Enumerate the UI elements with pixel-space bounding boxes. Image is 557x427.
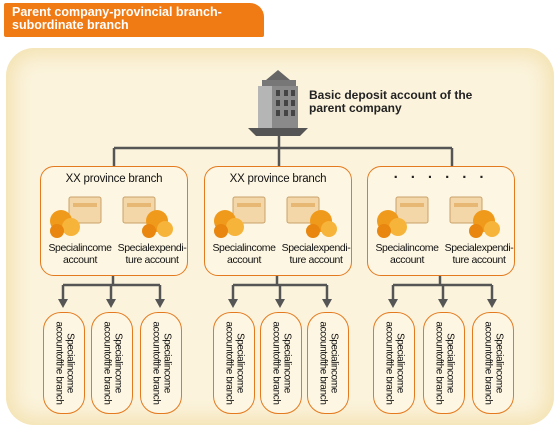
branch-income-account-label: Specialincome accountofthe branch bbox=[434, 321, 456, 405]
branch-income-account: Specialincome accountofthe branch bbox=[140, 312, 182, 414]
branch-box: · · · · · · Specialincome account Specia… bbox=[367, 166, 515, 276]
branch-income-account: Specialincome accountofthe branch bbox=[213, 312, 255, 414]
branch-box: XX province branch Specialincome account… bbox=[40, 166, 188, 276]
branch-income-account: Specialincome accountofthe branch bbox=[373, 312, 415, 414]
branch-income-account-label: Specialincome accountofthe branch bbox=[102, 321, 124, 405]
expenditure-account-icon bbox=[286, 196, 337, 238]
income-account-icon bbox=[377, 196, 429, 238]
branch-income-account: Specialincome accountofthe branch bbox=[307, 312, 349, 414]
expenditure-account-label: Specialexpendi-ture account bbox=[281, 242, 351, 266]
title-line-2: subordinate branch bbox=[12, 18, 129, 32]
branch-income-account-label: Specialincome accountofthe branch bbox=[54, 321, 76, 405]
branch-income-account-label: Specialincome accountofthe branch bbox=[224, 321, 246, 405]
branch-income-account: Specialincome accountofthe branch bbox=[91, 312, 133, 414]
branch-income-account: Specialincome accountofthe branch bbox=[43, 312, 85, 414]
branch-title: XX province branch bbox=[229, 173, 327, 185]
expenditure-account-icon bbox=[449, 196, 500, 238]
branch-income-account-label: Specialincome accountofthe branch bbox=[384, 321, 406, 405]
branch-income-account: Specialincome accountofthe branch bbox=[260, 312, 302, 414]
branch-box: XX province branch Specialincome account… bbox=[204, 166, 352, 276]
branch-income-account-label: Specialincome accountofthe branch bbox=[151, 321, 173, 405]
title-banner: Parent company-provincial branch- subord… bbox=[4, 3, 264, 37]
income-account-label: Specialincome account bbox=[212, 242, 276, 266]
branch-title: XX province branch bbox=[65, 173, 163, 185]
branch-income-account-label: Specialincome accountofthe branch bbox=[271, 321, 293, 405]
income-account-label: Specialincome account bbox=[48, 242, 112, 266]
branch-title: · · · · · · bbox=[393, 169, 489, 186]
expenditure-account-label: Specialexpendi-ture account bbox=[117, 242, 187, 266]
income-account-icon bbox=[214, 196, 266, 238]
parent-account-label: Basic deposit account of the parent comp… bbox=[309, 88, 473, 115]
expenditure-account-icon bbox=[122, 196, 173, 238]
branch-income-account: Specialincome accountofthe branch bbox=[423, 312, 465, 414]
income-account-label: Specialincome account bbox=[375, 242, 439, 266]
branch-income-account-label: Specialincome accountofthe branch bbox=[483, 321, 505, 405]
income-account-icon bbox=[50, 196, 102, 238]
branch-income-account-label: Specialincome accountofthe branch bbox=[318, 321, 340, 405]
title-line-1: Parent company-provincial branch- bbox=[12, 5, 222, 19]
branch-income-account: Specialincome accountofthe branch bbox=[472, 312, 514, 414]
expenditure-account-label: Specialexpendi-ture account bbox=[444, 242, 514, 266]
bank-building-icon bbox=[248, 70, 308, 136]
